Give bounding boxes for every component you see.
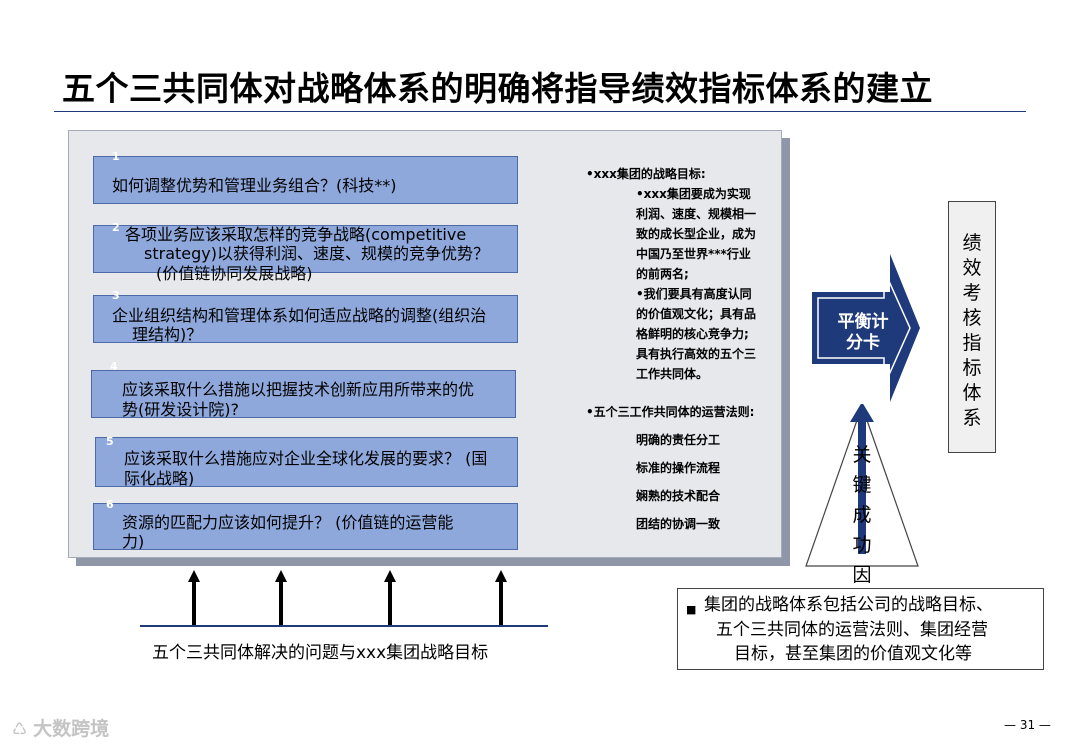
question-text-6-line2: 力) (122, 532, 145, 551)
question-text-4-line1: 应该采取什么措施以把握技术创新应用所带来的优 (122, 380, 475, 399)
note-line-1: 集团的战略体系包括公司的战略目标、 (704, 595, 993, 615)
key-success-factors-triangle (805, 404, 919, 567)
rule-line: 娴熟的技术配合 (636, 489, 721, 503)
key-factor-char: 功 (852, 534, 872, 556)
bsc-label-line-1: 平衡计 (837, 312, 889, 332)
rule-line: 明确的责任分工 (636, 433, 721, 447)
kpi-char: 效 (962, 257, 982, 279)
goal-line: 格鲜明的核心竞争力; (636, 327, 749, 341)
question-text-3-line2: 理结构)？ (132, 325, 203, 344)
question-text-2-line3: (价值链协同发展战略) (156, 264, 313, 283)
kpi-system-box: 绩 效 考 核 指 标 体 系 (948, 201, 996, 453)
goal-line: •我们要具有高度认同 (636, 287, 752, 301)
goal-line: 的价值观文化；具有品 (636, 307, 757, 321)
kpi-char: 体 (962, 382, 982, 404)
rule-line: 标准的操作流程 (636, 461, 721, 475)
goals-heading-2: •五个三工作共同体的运营法则: (586, 405, 755, 419)
note-line-3: 目标，甚至集团的价值观文化等 (734, 644, 972, 664)
kpi-char: 核 (962, 307, 982, 329)
question-box-6 (93, 503, 518, 550)
question-number-5: 5 (106, 435, 114, 448)
watermark-text: 大数跨境 (33, 718, 110, 740)
question-text-1: 如何调整优势和管理业务组合？(科技**) (112, 176, 397, 195)
question-text-6-line1: 资源的匹配力应该如何提升？ (价值链的运营能 (122, 513, 454, 532)
bsc-label-line-2: 分卡 (846, 333, 880, 353)
goals-heading-1: •xxx集团的战略目标: (586, 167, 706, 181)
kpi-char: 系 (962, 407, 982, 429)
question-text-3-line1: 企业组织结构和管理体系如何适应战略的调整(组织治 (112, 306, 487, 325)
question-box-4 (91, 370, 516, 418)
up-arrow-icon (384, 570, 396, 626)
arrow-base-line (140, 625, 548, 627)
kpi-char: 考 (962, 282, 982, 304)
key-factor-char: 关 (852, 444, 872, 466)
title-divider (54, 111, 1026, 112)
question-box-1 (93, 156, 518, 204)
question-text-2-line1: 各项业务应该采取怎样的竞争战略(competitive (125, 225, 467, 244)
goal-line: 中国乃至世界***行业 (636, 247, 751, 261)
question-text-5-line2: 际化战略) (124, 469, 195, 488)
question-text-4-line2: 势(研发设计院)? (122, 400, 239, 419)
question-number-1: 1 (112, 150, 120, 163)
up-arrow-icon (275, 570, 287, 626)
bottom-caption: 五个三共同体解决的问题与xxx集团战略目标 (152, 643, 489, 663)
question-box-5 (95, 437, 518, 487)
question-box-3 (93, 295, 518, 343)
watermark-logo: ♺ 大数跨境 (12, 714, 109, 741)
note-line-2: 五个三共同体的运营法则、集团经营 (716, 620, 988, 640)
rule-line: 团结的协调一致 (636, 517, 721, 531)
up-arrow-icon (188, 570, 200, 626)
kpi-char: 指 (962, 332, 982, 354)
question-number-2: 2 (112, 221, 120, 234)
goal-line: •xxx集团要成为实现 (636, 187, 751, 201)
up-arrow-icon (495, 570, 507, 626)
page-number: — 31 — (1004, 718, 1051, 732)
goal-line: 具有执行高效的五个三 (636, 347, 757, 361)
question-text-2-line2: strategy)以获得利润、速度、规模的竞争优势？ (144, 244, 489, 263)
question-number-6: 6 (106, 498, 114, 511)
goal-line: 致的成长型企业，成为 (636, 227, 757, 241)
summary-note-box: ■ 集团的战略体系包括公司的战略目标、 五个三共同体的运营法则、集团经营 目标，… (677, 588, 1044, 670)
key-factor-char: 键 (852, 474, 872, 496)
balanced-scorecard-arrow-icon (812, 254, 920, 402)
watermark-icon: ♺ (12, 720, 34, 740)
balanced-scorecard-label: 平衡计 分卡 (830, 312, 896, 354)
key-factor-char: 因 (852, 564, 872, 586)
note-bullet-icon: ■ (686, 603, 697, 616)
question-box-2 (93, 225, 518, 273)
kpi-char: 绩 (962, 232, 982, 254)
question-number-3: 3 (112, 289, 120, 302)
question-text-5-line1: 应该采取什么措施应对企业全球化发展的要求？ (国 (124, 449, 488, 468)
goal-line: 工作共同体。 (636, 367, 709, 381)
key-factor-char: 成 (852, 504, 872, 526)
page-title: 五个三共同体对战略体系的明确将指导绩效指标体系的建立 (62, 69, 933, 108)
goal-line: 利润、速度、规模相一 (636, 207, 757, 221)
goal-line: 的前两名; (636, 267, 689, 281)
kpi-char: 标 (962, 357, 982, 379)
question-number-4: 4 (110, 360, 118, 373)
